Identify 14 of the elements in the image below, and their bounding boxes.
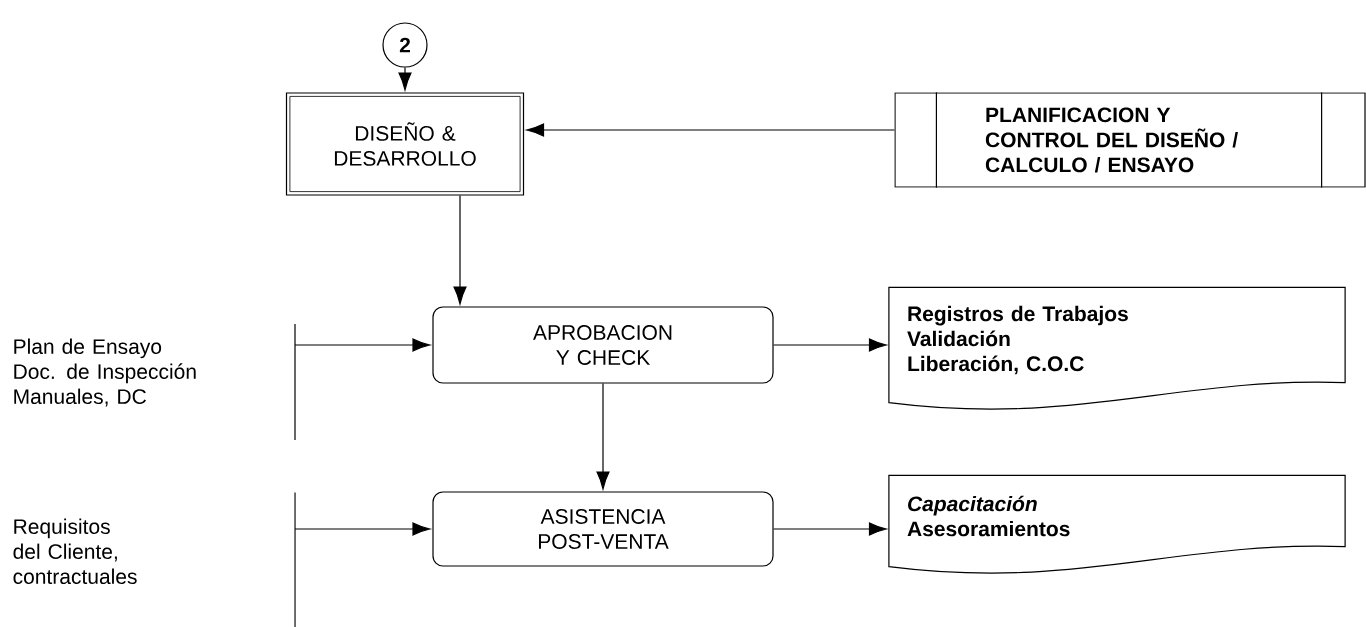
process-box: DISEÑO & DESARROLLO: [285, 92, 525, 196]
predefined-process-box: PLANIFICACION Y CONTROL DEL DISEÑO / CALCULO / ENSAYO: [894, 91, 1366, 189]
arrow: [526, 123, 895, 137]
arrow: [596, 383, 610, 490]
process-box: APROBACION Y CHECK: [432, 306, 774, 384]
arrow: [398, 67, 412, 91]
arrow: [773, 522, 887, 536]
side-note: Plan de Ensayo Doc. de Inspección Manuales, DC: [14, 338, 196, 407]
arrow: [294, 338, 431, 352]
process-box: ASISTENCIA POST-VENTA: [432, 491, 774, 567]
arrow: [294, 522, 431, 536]
arrow: [773, 338, 887, 352]
arrow: [453, 195, 467, 305]
side-note: Requisitos del Cliente, contractuales: [13, 518, 137, 585]
